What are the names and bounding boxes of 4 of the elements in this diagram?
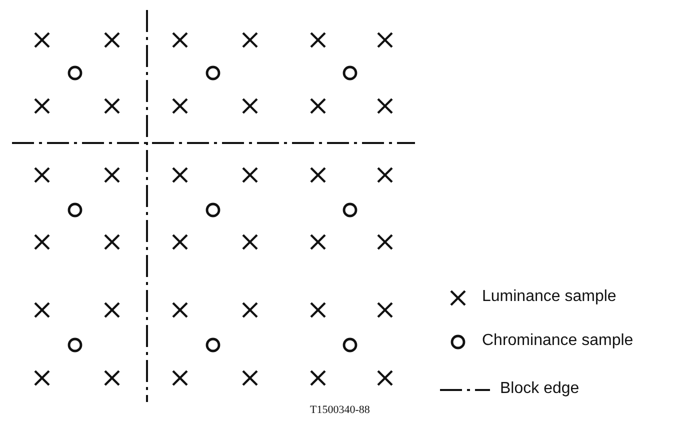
legend-label: Luminance sample [482, 288, 616, 306]
figure-code: T1500340-88 [310, 404, 370, 416]
legend-label: Block edge [500, 380, 580, 398]
legend-label: Chrominance sample [482, 332, 634, 350]
